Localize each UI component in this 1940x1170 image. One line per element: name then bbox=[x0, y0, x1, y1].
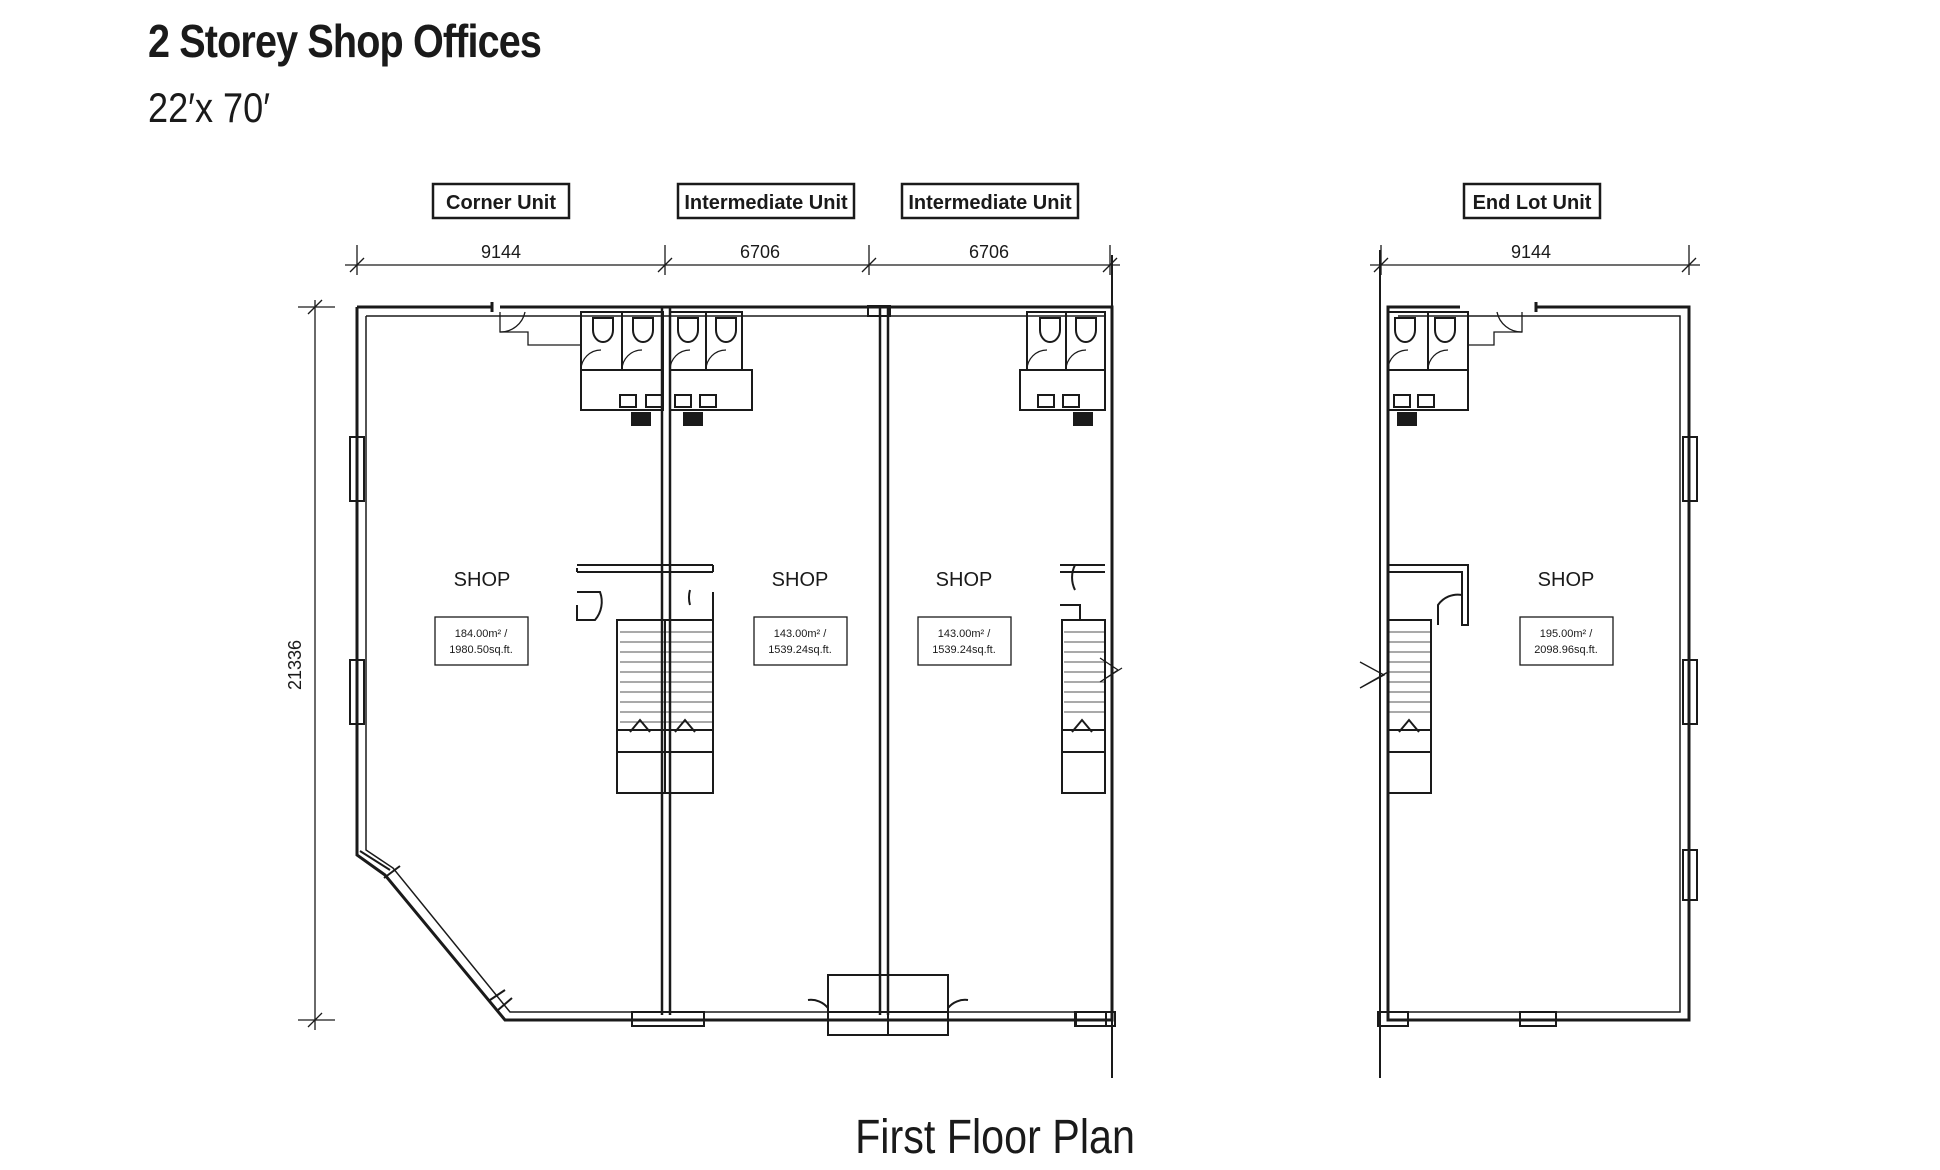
end-lot-walls bbox=[1359, 250, 1698, 1078]
svg-text:1980.50sq.ft.: 1980.50sq.ft. bbox=[449, 644, 513, 656]
svg-text:143.00m² /: 143.00m² / bbox=[774, 628, 828, 640]
area-box-intermediate-1: 143.00m² / 1539.24sq.ft. bbox=[753, 616, 848, 666]
svg-text:1539.24sq.ft.: 1539.24sq.ft. bbox=[932, 644, 996, 656]
dim-intermediate-1-width: 6706 bbox=[740, 242, 780, 262]
room-label-end-lot: SHOP bbox=[1538, 569, 1595, 591]
width-dimension-line bbox=[345, 245, 1700, 275]
svg-text:Intermediate Unit: Intermediate Unit bbox=[908, 192, 1072, 214]
svg-text:Corner Unit: Corner Unit bbox=[446, 192, 556, 214]
plan-size: 22′x 70′ bbox=[148, 84, 270, 131]
area-box-end-lot: 195.00m² / 2098.96sq.ft. bbox=[1519, 616, 1614, 666]
unit-label-corner: Corner Unit bbox=[431, 182, 571, 220]
svg-text:End Lot Unit: End Lot Unit bbox=[1473, 192, 1592, 214]
dim-intermediate-2-width: 6706 bbox=[969, 242, 1009, 262]
svg-text:195.00m² /: 195.00m² / bbox=[1540, 628, 1594, 640]
dim-depth: 21336 bbox=[285, 640, 305, 690]
unit-label-intermediate-1: Intermediate Unit bbox=[676, 182, 856, 220]
unit-label-end-lot: End Lot Unit bbox=[1462, 182, 1602, 220]
svg-text:1539.24sq.ft.: 1539.24sq.ft. bbox=[768, 644, 832, 656]
plan-title: 2 Storey Shop Offices bbox=[148, 15, 542, 67]
unit-label-intermediate-2: Intermediate Unit bbox=[900, 182, 1080, 220]
depth-dimension-line bbox=[298, 299, 335, 1030]
dim-corner-width: 9144 bbox=[481, 242, 521, 262]
svg-text:2098.96sq.ft.: 2098.96sq.ft. bbox=[1534, 644, 1598, 656]
plan-caption: First Floor Plan bbox=[855, 1111, 1135, 1164]
room-label-intermediate-2: SHOP bbox=[936, 569, 993, 591]
dim-end-lot-width: 9144 bbox=[1511, 242, 1551, 262]
left-block-walls bbox=[349, 255, 1123, 1078]
room-label-corner: SHOP bbox=[454, 569, 511, 591]
area-box-corner: 184.00m² / 1980.50sq.ft. bbox=[434, 616, 529, 666]
svg-text:184.00m² /: 184.00m² / bbox=[455, 628, 509, 640]
area-box-intermediate-2: 143.00m² / 1539.24sq.ft. bbox=[917, 616, 1012, 666]
svg-text:Intermediate Unit: Intermediate Unit bbox=[684, 192, 848, 214]
room-label-intermediate-1: SHOP bbox=[772, 569, 829, 591]
svg-text:143.00m² /: 143.00m² / bbox=[938, 628, 992, 640]
